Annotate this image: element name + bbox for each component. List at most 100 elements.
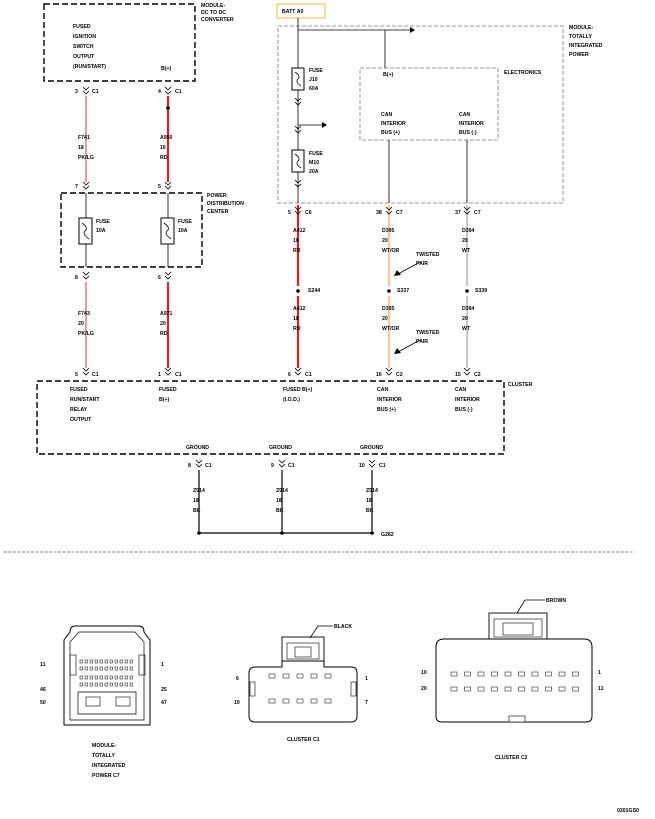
pin-cl-1-c1: C1	[175, 372, 182, 378]
electronics-label: ELECTRONICS	[504, 70, 542, 76]
cluster-c2-pin	[518, 671, 525, 677]
tipm-c7-pin	[119, 666, 123, 671]
wires-group	[84, 96, 469, 535]
tipm-c7-connector	[63, 625, 151, 726]
cluster-c2-pin	[558, 686, 566, 692]
tipm-c7-pin	[89, 666, 93, 671]
tipm-c7-pin-bl: 50	[40, 700, 46, 706]
splice-dot	[465, 289, 469, 293]
cluster-c2-title: CLUSTER C2	[495, 755, 528, 761]
cluster-c1-color: BLACK	[334, 624, 352, 630]
ground-label-1: GROUND	[186, 445, 209, 451]
pin-dcdc-4-c1: C1	[175, 89, 182, 95]
electronics-box	[359, 67, 499, 141]
connector-chevron	[385, 367, 393, 376]
pin-gnd-9-c1: C1	[288, 463, 295, 469]
cluster-c2-pin	[491, 671, 498, 677]
tipm-c7-pin	[129, 659, 133, 664]
connector-chevron	[164, 367, 172, 376]
tipm-c7-pin	[109, 659, 113, 664]
dcdc-bplus-label: B(+)	[161, 66, 172, 72]
tipm-c7-pin	[79, 659, 83, 664]
cluster-fused-iod-label: FUSED B(+)(I.O.D.)	[283, 387, 313, 403]
pin-cl-16: 16	[376, 372, 382, 378]
cluster-c2-pin	[491, 686, 498, 692]
splice-dot	[296, 289, 300, 293]
pin-cl-15: 15	[455, 372, 461, 378]
connector-chevron	[164, 181, 172, 190]
pin-cl-1: 1	[158, 372, 161, 378]
cluster-c2-pin	[531, 686, 539, 692]
cluster-c2-pin-tr: 1	[598, 670, 601, 676]
tipm-c7-pin	[94, 666, 98, 671]
connector-chevron	[385, 206, 393, 215]
pin-tipm-5: 5	[288, 210, 291, 216]
connector-chevron	[294, 125, 302, 134]
pin-pdc-8: 8	[75, 275, 78, 281]
tipm-c7-pin	[89, 659, 93, 664]
tipm-c7-pin-br: 47	[161, 700, 167, 706]
tipm-c7-pin	[104, 659, 108, 664]
pin-gnd-8-c1: C1	[205, 463, 212, 469]
tipm-c7-pin	[99, 666, 103, 671]
cluster-c1-pin-bl: 10	[234, 700, 240, 706]
tipm-c7-pin	[79, 675, 83, 680]
batt-label: BATT A0	[282, 9, 303, 15]
cluster-c2-pin	[450, 686, 458, 692]
pin-gnd-9: 9	[271, 463, 274, 469]
connector-chevron	[82, 181, 90, 190]
cluster-c2-pin	[558, 671, 566, 677]
ground-label-3: GROUND	[360, 445, 383, 451]
tipm-c7-pin	[114, 675, 118, 680]
cluster-c1-pin-tl: 6	[236, 676, 239, 682]
pin-pdc-5: 5	[158, 184, 161, 190]
cluster-c2-pin	[504, 686, 512, 692]
connector-chevron	[164, 271, 172, 280]
connector-chevron	[294, 206, 302, 215]
cluster-c1-pin	[324, 698, 332, 704]
tipm-c7-pin	[124, 675, 128, 680]
tipm-c7-pin-mr: 25	[161, 687, 167, 693]
pin-cl-6: 6	[288, 372, 291, 378]
tipm-c7-pin	[99, 675, 103, 680]
tipm-c7-pin	[109, 675, 113, 680]
tipm-c7-pin	[84, 675, 88, 680]
pin-pdc-7: 7	[75, 184, 78, 190]
tipm-c7-pin	[99, 659, 103, 664]
pin-tipm-38: 38	[376, 210, 382, 216]
tipm-c7-pin	[104, 682, 108, 687]
pin-tipm-c6: C6	[305, 210, 312, 216]
connector-chevron	[463, 367, 471, 376]
splice-dot	[166, 106, 170, 110]
ground-g282: G282	[381, 532, 394, 538]
pin-dcdc-3: 3	[75, 89, 78, 95]
pin-cl-6-c1: C1	[305, 372, 312, 378]
cluster-c2-pin-bl: 20	[421, 686, 427, 692]
pin-gnd-10-c1: C1	[379, 463, 386, 469]
splice-dot	[387, 289, 391, 293]
tipm-c7-pin	[84, 682, 88, 687]
cluster-c1-pin-br: 7	[365, 700, 368, 706]
connector-chevron	[294, 367, 302, 376]
tipm-c7-pin	[104, 666, 108, 671]
tipm-c7-pin	[119, 675, 123, 680]
tipm-c7-pin	[109, 666, 113, 671]
cluster-c2-pin	[572, 671, 579, 677]
pin-dcdc-4: 4	[158, 89, 161, 95]
cluster-c1-pin	[296, 673, 304, 679]
